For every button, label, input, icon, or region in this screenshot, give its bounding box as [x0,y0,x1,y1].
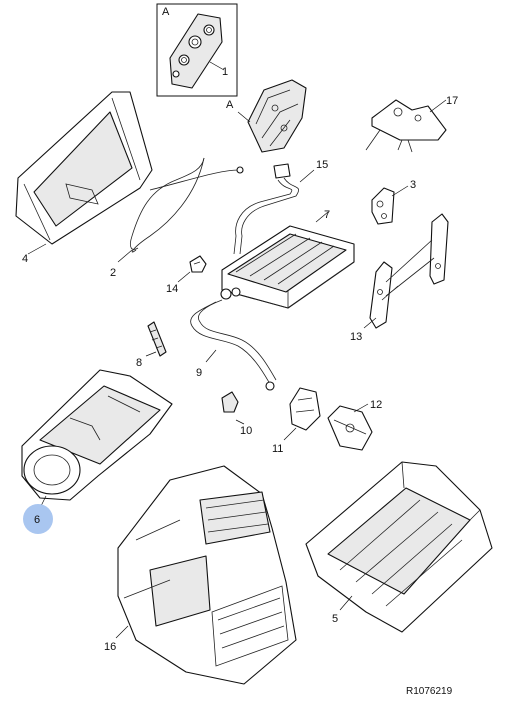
callout-1: 1 [222,66,228,78]
callout-5: 5 [332,613,338,625]
part-15-pipe [233,163,315,255]
callout-6: 6 [34,514,40,526]
callout-inset-letter: A [162,6,170,18]
callout-2: 2 [110,267,116,279]
part-11-actuator [283,387,321,441]
part-8-screw [145,321,167,357]
part-2-cable [117,157,244,263]
callout-15: 15 [316,159,328,171]
callout-3: 3 [410,179,416,191]
callout-a: A [226,99,234,111]
callout-4: 4 [22,253,28,265]
callout-13: 13 [350,331,362,343]
callout-14: 14 [166,283,178,295]
callout-11: 11 [272,443,283,455]
part-12-actuator [327,403,373,451]
part-13-rail [363,213,449,329]
callout-16: 16 [104,641,116,653]
part-a-control-module [237,79,307,153]
part-5-lower-housing [305,461,493,633]
callout-10: 10 [240,425,252,437]
part-9-pipe [190,299,277,391]
part-3-plate [371,185,409,225]
callout-12: 12 [370,399,382,411]
callout-9: 9 [196,367,202,379]
highlight-callout-6 [23,504,53,534]
part-10-clip [221,391,245,425]
part-14-clip [177,255,207,283]
callout-8: 8 [136,357,142,369]
inset-detail-a [156,3,238,97]
part-6-blower-housing [21,369,173,509]
part-16-hvac-unit [115,465,297,685]
reference-code: R1076219 [406,686,453,697]
part-17-bracket [365,99,447,153]
callout-7: 7 [324,209,330,221]
callout-17: 17 [446,95,458,107]
part-7-heater-core [220,211,355,309]
part-4-housing [15,91,153,255]
